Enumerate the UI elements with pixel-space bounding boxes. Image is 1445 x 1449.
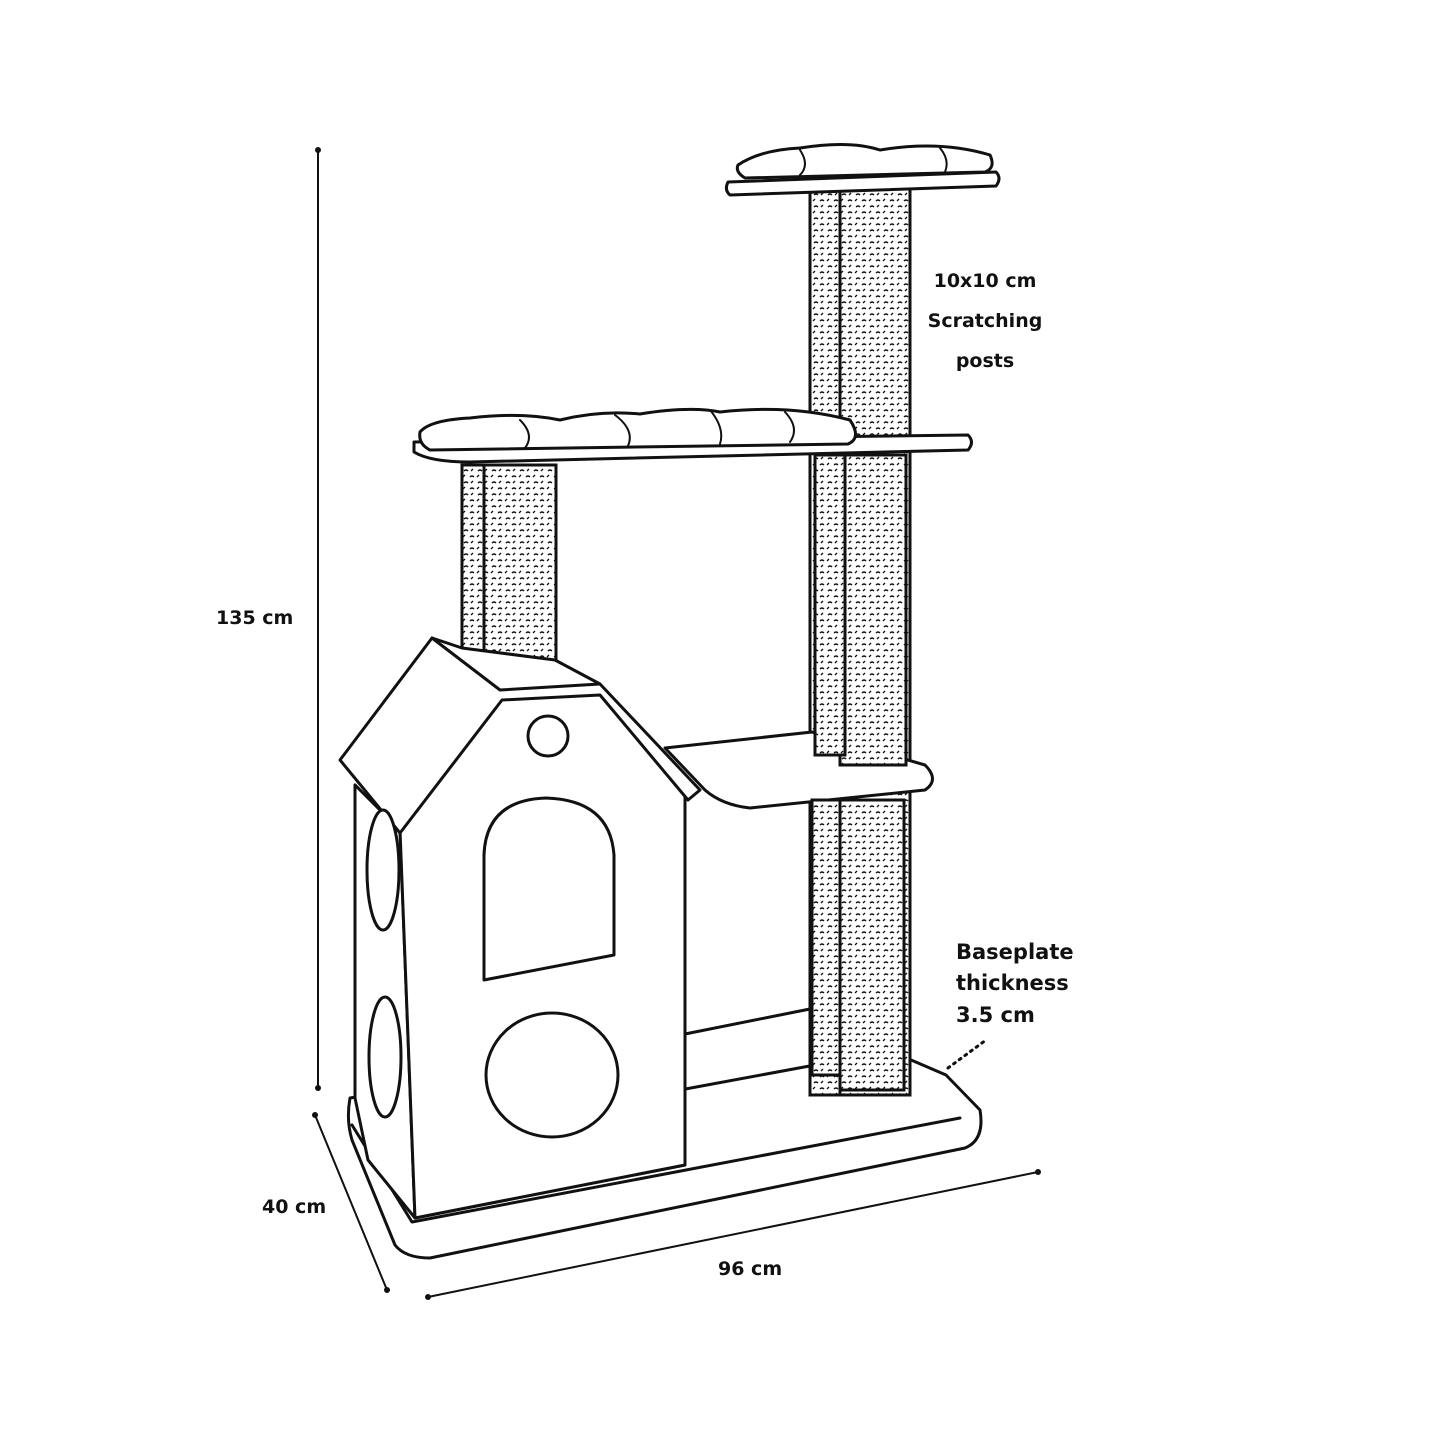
baseplate-label: Baseplate	[956, 940, 1074, 964]
depth-label: 40 cm	[262, 1196, 327, 1218]
top-platform	[724, 142, 1001, 197]
depth-dimension-line	[312, 1112, 390, 1293]
upper-platform	[412, 407, 973, 464]
posts-type-label: Scratching	[927, 310, 1043, 332]
height-label: 135 cm	[216, 607, 294, 629]
height-dimension-line	[315, 147, 321, 1091]
baseplate-pointer	[946, 1038, 988, 1070]
cat-house	[338, 636, 702, 1220]
right-post-mid-front	[813, 453, 908, 767]
width-label: 96 cm	[718, 1258, 783, 1280]
posts-size-label: 10x10 cm	[933, 270, 1037, 292]
baseplate-value-label: 3.5 cm	[956, 1003, 1035, 1027]
posts-word-label: posts	[955, 350, 1015, 372]
left-upper-scratching-post	[460, 463, 558, 667]
baseplate-thickness-label: thickness	[956, 971, 1069, 995]
right-post-lower	[810, 798, 906, 1092]
width-dimension-line	[425, 1169, 1041, 1300]
